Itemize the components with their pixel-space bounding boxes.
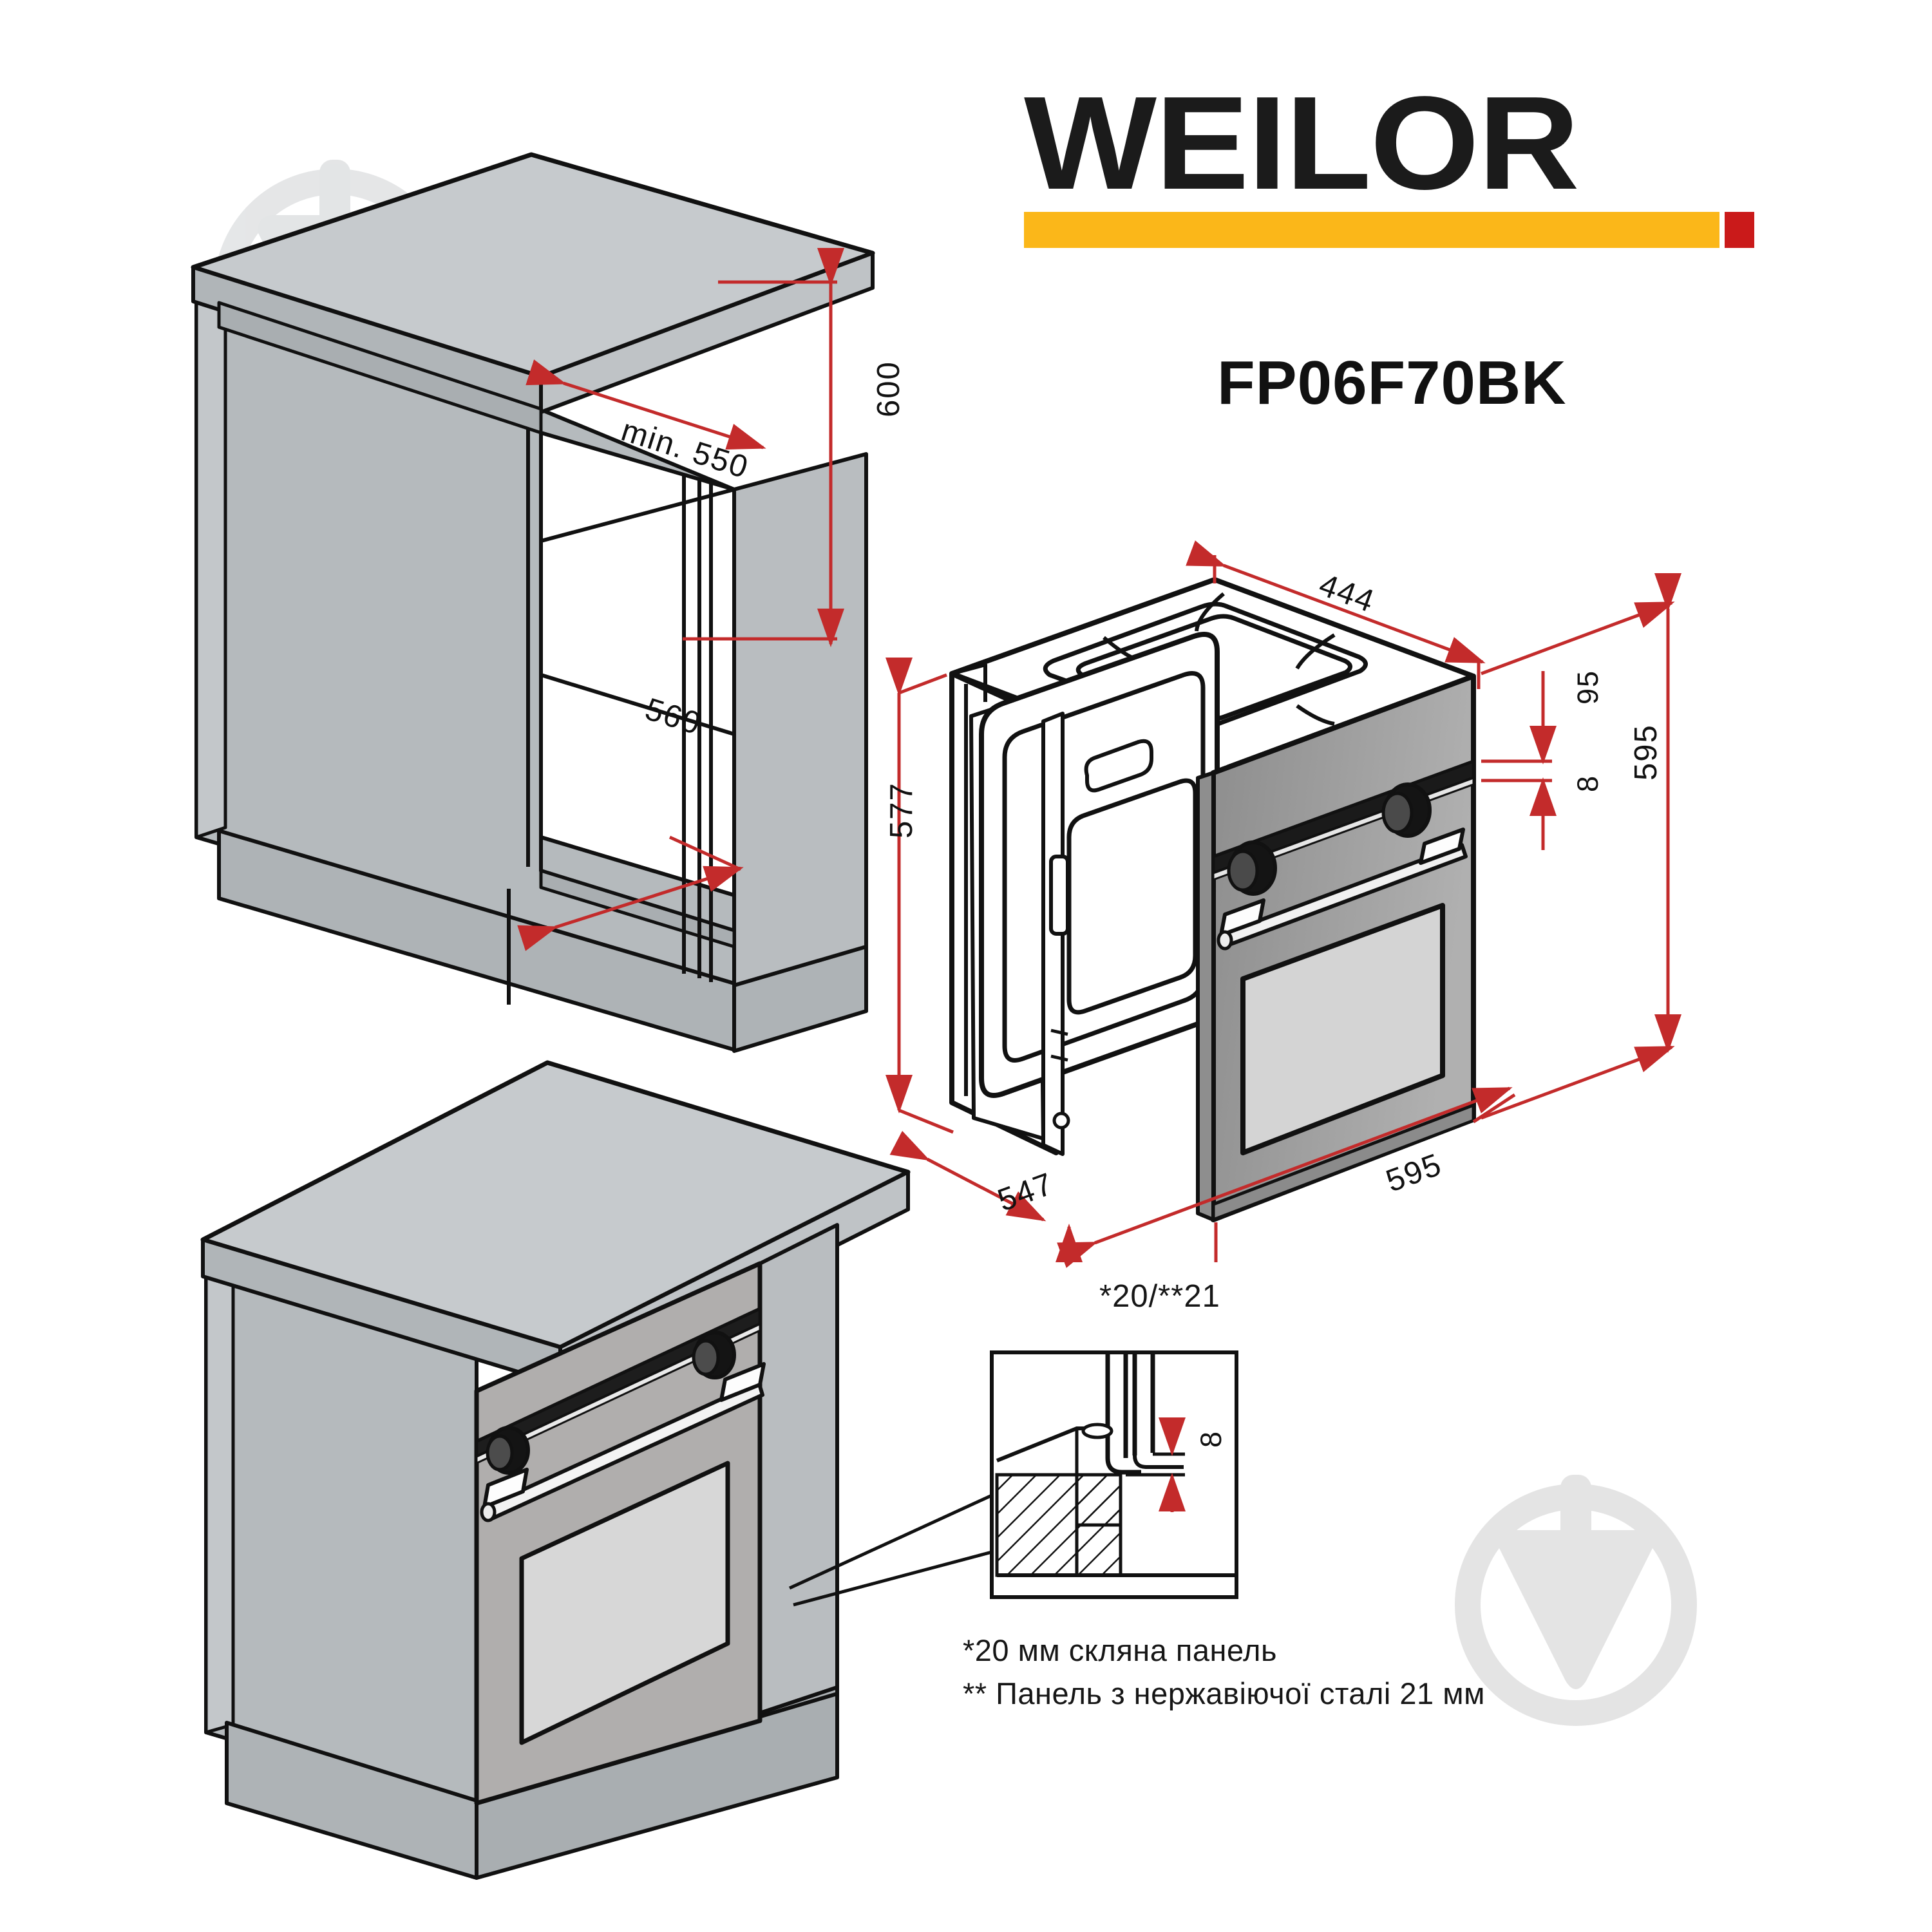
detail-leader-lines <box>788 1493 993 1607</box>
oven-isometric-drawing <box>949 577 1476 1222</box>
panel-legend: *20 мм скляна панель ** Панель з нержаві… <box>963 1629 1800 1715</box>
model-code: FP06F70BK <box>1217 348 1567 417</box>
cabinet-niche-drawing <box>191 152 875 1053</box>
dim-niche-height: 600 <box>871 361 906 417</box>
dim-oven-panel-lip: 8 <box>1571 774 1604 792</box>
cabinet-installed-drawing <box>200 1060 911 1880</box>
panel-thickness-detail <box>990 1350 1238 1599</box>
dim-oven-front-height: 595 <box>1629 724 1663 781</box>
brand-accent-bars <box>1024 212 1754 249</box>
brand-wordmark: WEILOR <box>1024 69 1580 217</box>
brand-yellow-bar <box>1024 212 1719 249</box>
legend-line-glass: *20 мм скляна панель <box>963 1633 1277 1667</box>
oven-dimension-lines <box>885 540 1681 1268</box>
dim-oven-panel-top-offset: 95 <box>1571 669 1604 705</box>
niche-dimension-lines <box>517 248 844 951</box>
dim-oven-body-height: 577 <box>884 782 919 838</box>
oven-panel-footnote: *20/**21 <box>1099 1279 1220 1314</box>
brand-red-square <box>1725 212 1754 249</box>
brand-logo: WEILOR <box>1024 77 1771 249</box>
dim-detail-gap: 8 <box>1195 1430 1227 1448</box>
watermark-logo-bottom-right <box>1455 1475 1697 1726</box>
legend-line-steel: ** Панель з нержавіючої сталі 21 мм <box>963 1676 1485 1710</box>
